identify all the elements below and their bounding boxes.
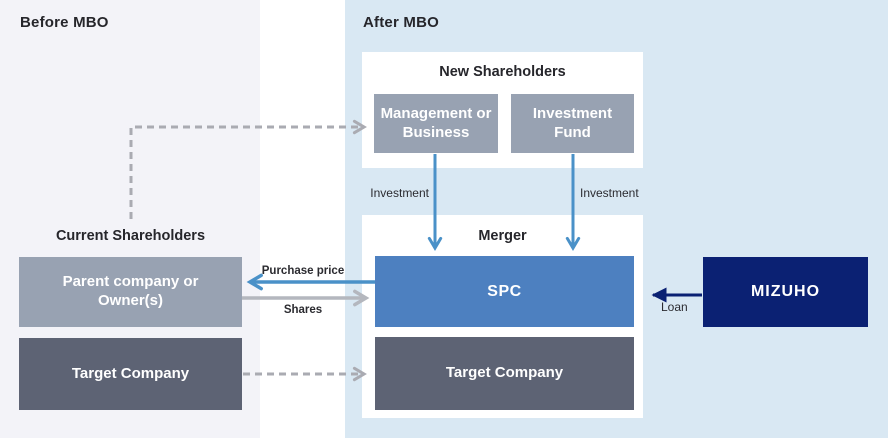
target-company-box-before: Target Company: [19, 338, 242, 410]
purchase-price-label: Purchase price: [261, 265, 345, 277]
management-or-business-box: Management or Business: [374, 94, 498, 153]
merger-title: Merger: [478, 228, 527, 244]
current-shareholders-label: Current Shareholders: [55, 228, 206, 244]
parent-company-box: Parent company or Owner(s): [19, 257, 242, 327]
target-company-box-before-label: Target Company: [71, 364, 190, 382]
investment-fund-box-label: Investment Fund: [532, 104, 613, 141]
mizuho-box: MIZUHO: [703, 257, 868, 327]
investment-fund-box: Investment Fund: [511, 94, 634, 153]
mizuho-box-label: MIZUHO: [750, 283, 821, 300]
new-shareholders-title: New Shareholders: [439, 64, 566, 80]
management-or-business-box-label: Management or Business: [380, 104, 492, 141]
target-company-box-after: Target Company: [375, 337, 634, 410]
spc-box-label: SPC: [487, 282, 522, 300]
shares-label: Shares: [283, 304, 323, 316]
parent-company-box-label: Parent company or Owner(s): [62, 273, 199, 309]
after-mbo-title: After MBO: [363, 14, 439, 31]
investment-label-right: Investment: [580, 186, 639, 200]
loan-label: Loan: [661, 300, 688, 314]
spc-box: SPC: [375, 256, 634, 327]
target-company-box-after-label: Target Company: [445, 364, 564, 382]
before-mbo-title: Before MBO: [20, 14, 109, 31]
investment-label-left: Investment: [370, 186, 429, 200]
